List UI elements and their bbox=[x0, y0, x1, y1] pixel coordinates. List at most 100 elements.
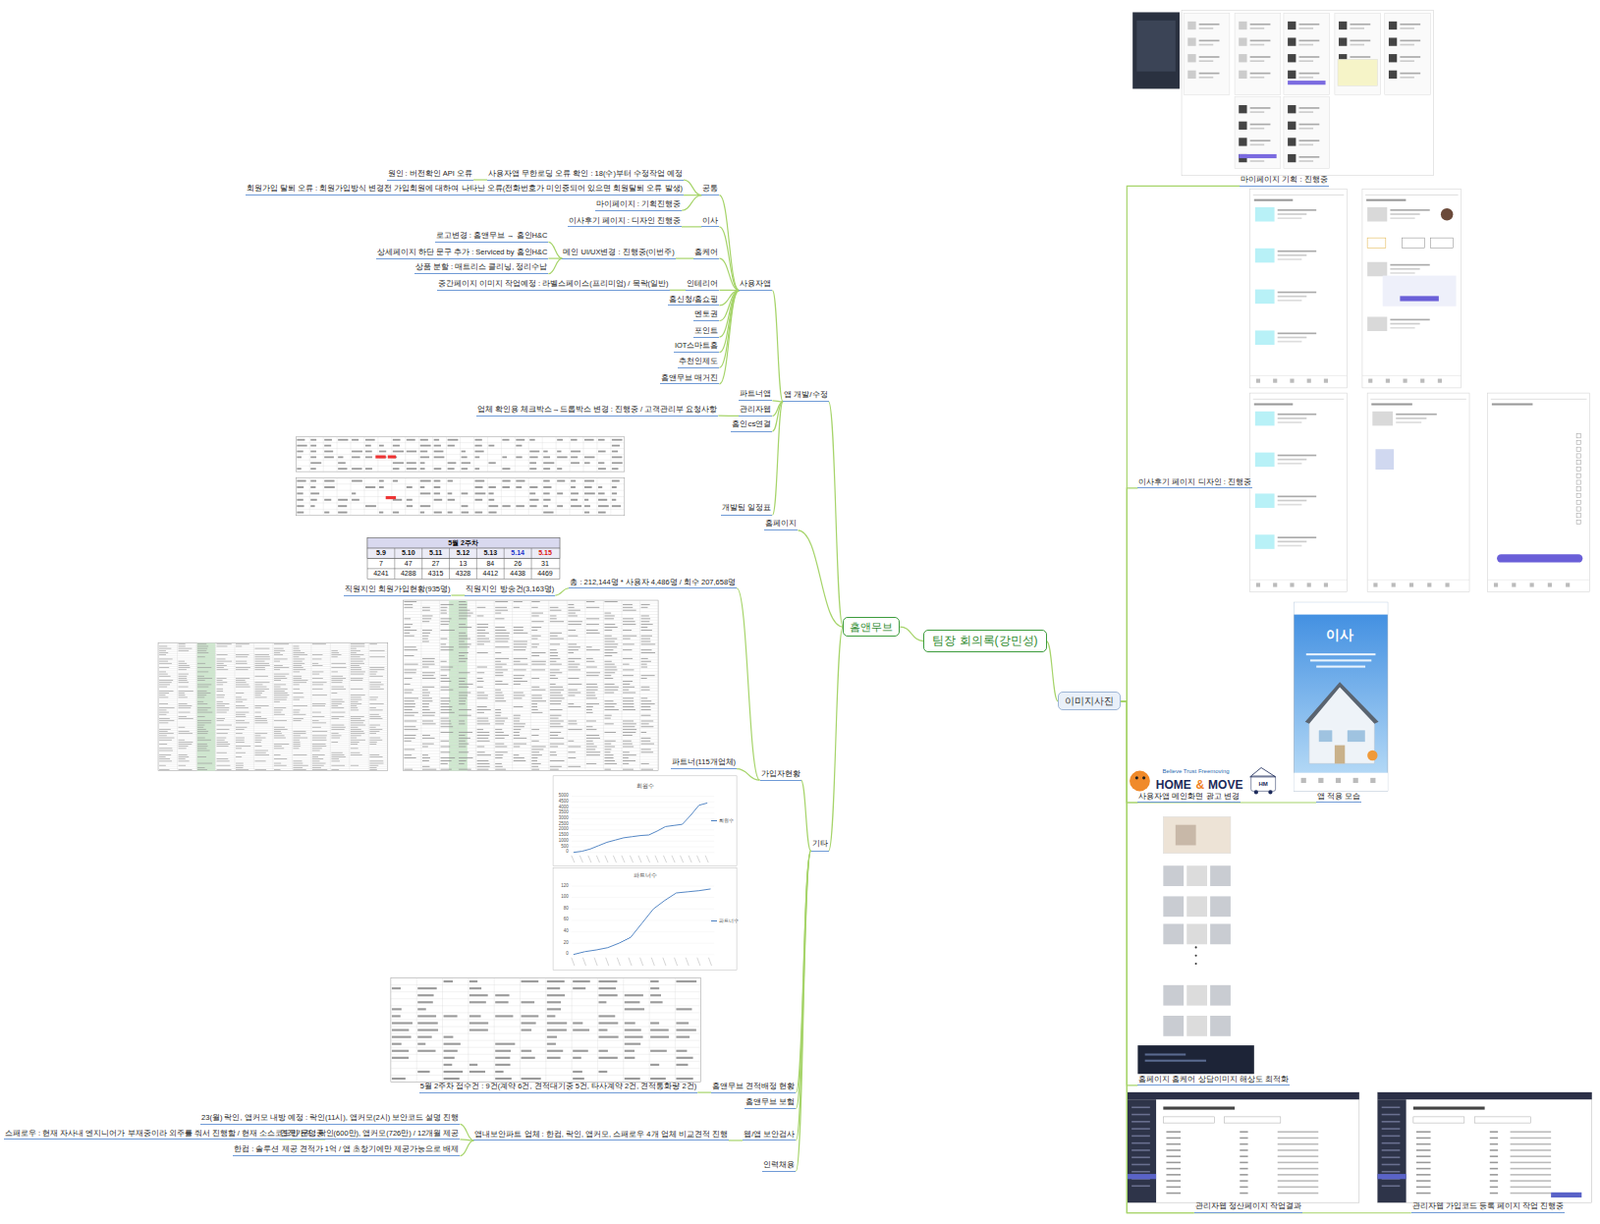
rating-box bbox=[1367, 237, 1386, 248]
cell-scribble bbox=[550, 722, 561, 725]
cell-scribble bbox=[550, 765, 562, 768]
cell-scribble bbox=[331, 716, 344, 718]
menu-item bbox=[1131, 1170, 1151, 1173]
rule-line bbox=[459, 477, 461, 515]
cell-scribble bbox=[622, 620, 636, 623]
cell-scribble bbox=[443, 1077, 460, 1080]
mock-text bbox=[1277, 1137, 1320, 1140]
cell-scribble bbox=[572, 987, 586, 990]
cell-scribble bbox=[495, 608, 508, 611]
cell-scribble bbox=[350, 751, 361, 754]
cell-scribble bbox=[159, 743, 167, 746]
cell-scribble bbox=[337, 461, 346, 464]
cell-scribble bbox=[331, 679, 343, 682]
cell-scribble bbox=[312, 654, 324, 657]
rating-box bbox=[1401, 237, 1425, 248]
cell-scribble bbox=[420, 511, 425, 514]
cell-scribble bbox=[556, 456, 567, 459]
cell-scribble bbox=[379, 511, 384, 514]
mock-text bbox=[1489, 1173, 1498, 1176]
cell-scribble bbox=[312, 711, 322, 714]
cell-scribble bbox=[274, 694, 289, 697]
rule-line bbox=[705, 855, 709, 863]
cell-scribble bbox=[586, 703, 600, 706]
cell-scribble bbox=[324, 511, 330, 514]
cell-scribble bbox=[217, 666, 224, 669]
cell-scribble bbox=[197, 738, 212, 741]
cell-scribble bbox=[547, 980, 565, 983]
rule-line bbox=[555, 477, 557, 515]
cell-scribble bbox=[513, 722, 526, 725]
cell-scribble bbox=[391, 1014, 401, 1017]
cell-scribble bbox=[337, 439, 348, 442]
cell-scribble bbox=[422, 719, 434, 722]
cell-scribble bbox=[350, 677, 364, 680]
mock-text bbox=[1250, 40, 1271, 43]
thumbnail bbox=[1187, 70, 1196, 79]
cell-scribble bbox=[254, 732, 268, 735]
cell-scribble bbox=[235, 756, 242, 759]
cell-scribble bbox=[604, 662, 614, 665]
note bbox=[1337, 58, 1379, 86]
cell-scribble bbox=[495, 765, 503, 768]
cell-scribble bbox=[178, 760, 190, 763]
menu-item bbox=[1381, 1149, 1401, 1152]
cell-scribble bbox=[391, 1007, 402, 1010]
cell-scribble bbox=[422, 754, 429, 757]
cell-scribble bbox=[543, 511, 553, 514]
mock-text bbox=[1239, 1149, 1248, 1152]
image-placeholder bbox=[1255, 289, 1275, 305]
cell-scribble bbox=[441, 603, 454, 606]
cell-scribble bbox=[567, 606, 574, 608]
cell-scribble bbox=[403, 739, 411, 742]
mock-text bbox=[1239, 1173, 1248, 1176]
cell-scribble bbox=[550, 671, 563, 674]
menu-item bbox=[1131, 1185, 1151, 1188]
cell-scribble bbox=[604, 762, 617, 765]
cell-scribble bbox=[624, 1021, 636, 1024]
cell-scribble bbox=[586, 682, 598, 685]
cell-scribble bbox=[531, 620, 544, 623]
cell-scribble bbox=[403, 725, 416, 728]
mock-text bbox=[1277, 503, 1303, 506]
cell-scribble bbox=[254, 749, 269, 752]
cell-scribble bbox=[531, 700, 547, 703]
cell-scribble bbox=[159, 703, 168, 706]
cell-scribble bbox=[495, 711, 501, 714]
cell-scribble bbox=[369, 730, 380, 733]
thumbnail bbox=[1388, 54, 1397, 62]
cell-scribble bbox=[312, 716, 325, 718]
menu-item bbox=[1381, 1163, 1401, 1166]
cell-scribble bbox=[547, 1007, 561, 1010]
rule-line bbox=[441, 978, 443, 1083]
rule-line bbox=[628, 957, 632, 966]
cell-scribble bbox=[458, 760, 467, 763]
cell-scribble bbox=[178, 692, 185, 695]
cell-scribble bbox=[441, 760, 452, 763]
cell-scribble bbox=[369, 707, 377, 710]
cell-scribble bbox=[556, 467, 562, 470]
cell-scribble bbox=[556, 439, 563, 442]
cell-scribble bbox=[350, 647, 357, 650]
cell-scribble bbox=[159, 647, 171, 650]
cell-scribble bbox=[567, 643, 577, 646]
image-placeholder bbox=[1255, 207, 1275, 222]
menu-item bbox=[1131, 1105, 1151, 1108]
cell-scribble bbox=[254, 656, 270, 659]
cell-scribble bbox=[622, 754, 637, 757]
cell-scribble bbox=[675, 1028, 696, 1031]
cell-scribble bbox=[159, 674, 171, 677]
cell-scribble bbox=[434, 498, 442, 501]
cell-scribble bbox=[254, 717, 267, 720]
cell-scribble bbox=[567, 694, 575, 697]
cell-scribble bbox=[622, 682, 630, 685]
cell-scribble bbox=[513, 660, 521, 663]
button bbox=[1238, 154, 1276, 159]
cell-scribble bbox=[403, 711, 418, 714]
cell-scribble bbox=[495, 719, 505, 722]
mock-text bbox=[1389, 327, 1415, 330]
thumbnail bbox=[1238, 105, 1247, 113]
cell-scribble bbox=[392, 439, 401, 442]
mock-text bbox=[1299, 76, 1315, 79]
mock-text bbox=[1491, 402, 1534, 405]
